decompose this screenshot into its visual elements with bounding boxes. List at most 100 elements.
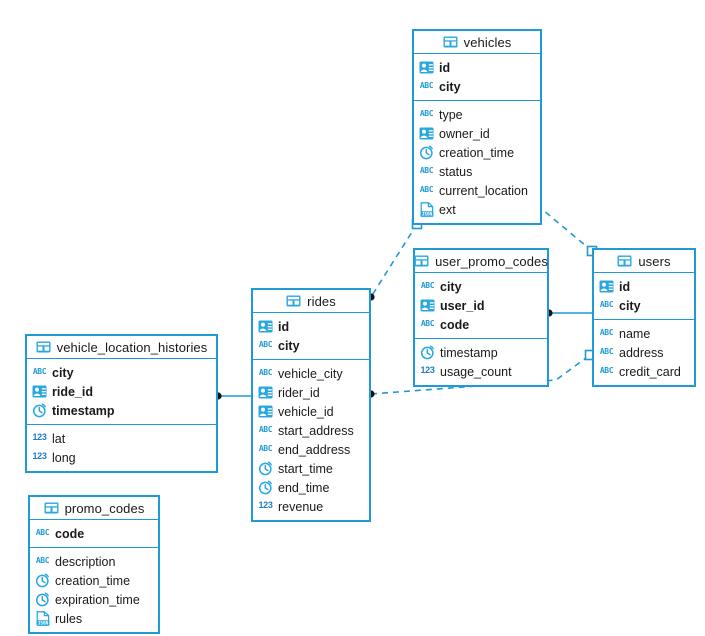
field-row[interactable]: user_id <box>415 296 547 315</box>
field-name: timestamp <box>440 345 498 360</box>
field-name: code <box>55 526 85 541</box>
table-header[interactable]: user_promo_codes <box>414 250 548 273</box>
clock-timestamp-icon <box>420 345 435 360</box>
key-id-card-icon <box>258 404 273 419</box>
field-name: expiration_time <box>55 592 140 607</box>
field-name: rules <box>55 611 83 626</box>
field-row[interactable]: 123 usage_count <box>415 362 547 381</box>
field-row[interactable]: id <box>594 277 694 296</box>
table-header[interactable]: vehicle_location_histories <box>27 336 216 359</box>
table-header[interactable]: promo_codes <box>30 497 158 520</box>
table-header[interactable]: users <box>594 250 694 273</box>
field-name: end_address <box>278 442 351 457</box>
field-row[interactable]: id <box>414 58 540 77</box>
relation-vehicle_location_histories-rides <box>214 392 251 400</box>
abc-string-icon: ABC <box>419 184 434 194</box>
field-name: city <box>440 279 462 294</box>
field-row[interactable]: owner_id <box>414 124 540 143</box>
table-grid-icon <box>443 35 458 50</box>
field-row[interactable]: JSON ext <box>414 200 540 219</box>
key-id-card-icon <box>420 298 435 313</box>
123-number-icon: 123 <box>420 365 435 375</box>
field-row[interactable]: vehicle_id <box>253 402 369 421</box>
clock-timestamp-icon <box>35 592 50 607</box>
key-id-card-icon <box>419 126 434 141</box>
table-name: user_promo_codes <box>435 253 548 269</box>
field-name: lat <box>52 431 66 446</box>
key-id-card-icon <box>258 319 273 334</box>
field-name: usage_count <box>440 364 512 379</box>
field-name: ext <box>439 202 456 217</box>
table-grid-icon <box>44 501 59 516</box>
field-name: city <box>278 338 300 353</box>
table-header[interactable]: rides <box>253 290 369 313</box>
field-row[interactable]: ABC end_address <box>253 440 369 459</box>
abc-string-icon: ABC <box>419 80 434 90</box>
field-row[interactable]: id <box>253 317 369 336</box>
key-id-card-icon <box>599 279 614 294</box>
field-row[interactable]: timestamp <box>27 401 216 420</box>
field-name: revenue <box>278 499 324 514</box>
field-row[interactable]: ABC code <box>30 524 158 543</box>
table-header[interactable]: vehicles <box>414 31 540 54</box>
field-row[interactable]: JSON rules <box>30 609 158 628</box>
abc-string-icon: ABC <box>35 527 50 537</box>
field-row[interactable]: 123 lat <box>27 429 216 448</box>
field-row[interactable]: end_time <box>253 478 369 497</box>
key-id-card-icon <box>258 385 273 400</box>
field-name: id <box>619 279 631 294</box>
field-row[interactable]: rider_id <box>253 383 369 402</box>
key-id-card-icon <box>419 60 434 75</box>
field-name: user_id <box>440 298 485 313</box>
abc-string-icon: ABC <box>599 299 614 309</box>
svg-text:JSON: JSON <box>37 620 48 626</box>
field-row[interactable]: expiration_time <box>30 590 158 609</box>
abc-string-icon: ABC <box>419 108 434 118</box>
123-number-icon: 123 <box>32 432 47 442</box>
field-row[interactable]: start_time <box>253 459 369 478</box>
field-name: vehicle_city <box>278 366 343 381</box>
field-row[interactable]: ride_id <box>27 382 216 401</box>
abc-string-icon: ABC <box>258 443 273 453</box>
table-grid-icon <box>36 340 51 355</box>
field-name: id <box>278 319 290 334</box>
field-row[interactable]: timestamp <box>415 343 547 362</box>
json-document-icon: JSON <box>419 202 434 217</box>
field-name: start_address <box>278 423 354 438</box>
field-row[interactable]: creation_time <box>414 143 540 162</box>
primary-key-section: ABC code <box>30 520 158 548</box>
field-name: creation_time <box>439 145 515 160</box>
field-row[interactable]: creation_time <box>30 571 158 590</box>
